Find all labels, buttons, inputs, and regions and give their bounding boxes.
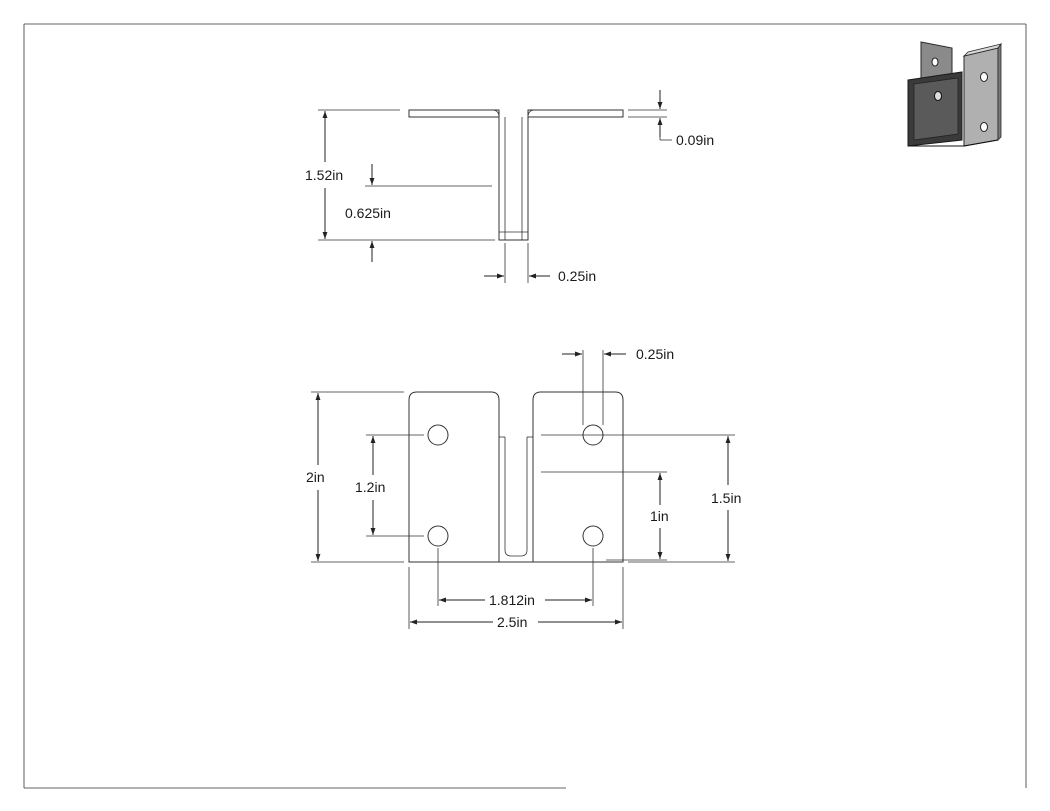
dim-label-1-2in: 1.2in <box>355 479 385 495</box>
dim-1-52in: 1.52in <box>305 109 495 241</box>
dim-0-25in-top: 0.25in <box>484 243 596 284</box>
dim-2in: 2in <box>306 391 404 563</box>
dim-0-625in: 0.625in <box>345 164 492 262</box>
dim-label-1-52in: 1.52in <box>305 167 343 183</box>
dim-2-5in: 2.5in <box>408 567 624 630</box>
dim-0-25in-hole: 0.25in <box>562 346 674 425</box>
dim-1-812in: 1.812in <box>437 548 594 608</box>
hole-top-left <box>427 424 449 446</box>
dim-label-0-625in: 0.625in <box>345 205 391 221</box>
sheet-border <box>23 23 1027 789</box>
dim-label-1-812in: 1.812in <box>489 592 535 608</box>
dim-label-0-25in-hole: 0.25in <box>636 346 674 362</box>
dim-0-09in: 0.09in <box>628 90 714 148</box>
dim-label-1in: 1in <box>650 508 669 524</box>
dim-1in: 1in <box>541 471 669 561</box>
dim-1-5in: 1.5in <box>541 434 741 563</box>
top-view: 1.52in 0.625in 0.09in 0.25in <box>305 90 714 284</box>
top-view-part-outline <box>408 109 624 241</box>
bracket-3d-thumbnail-icon <box>907 41 1002 147</box>
dim-label-0-25in-top: 0.25in <box>558 268 596 284</box>
hole-bottom-right <box>582 525 604 547</box>
front-view: 0.25in 2in 1.2in 1in <box>306 346 741 630</box>
dim-label-0-09in: 0.09in <box>676 132 714 148</box>
dim-label-1-5in: 1.5in <box>711 490 741 506</box>
dim-1-2in: 1.2in <box>355 434 424 537</box>
hole-bottom-left <box>427 525 449 547</box>
dim-label-2in: 2in <box>306 469 325 485</box>
front-view-part-outline <box>408 391 624 563</box>
dim-label-2-5in: 2.5in <box>497 614 527 630</box>
